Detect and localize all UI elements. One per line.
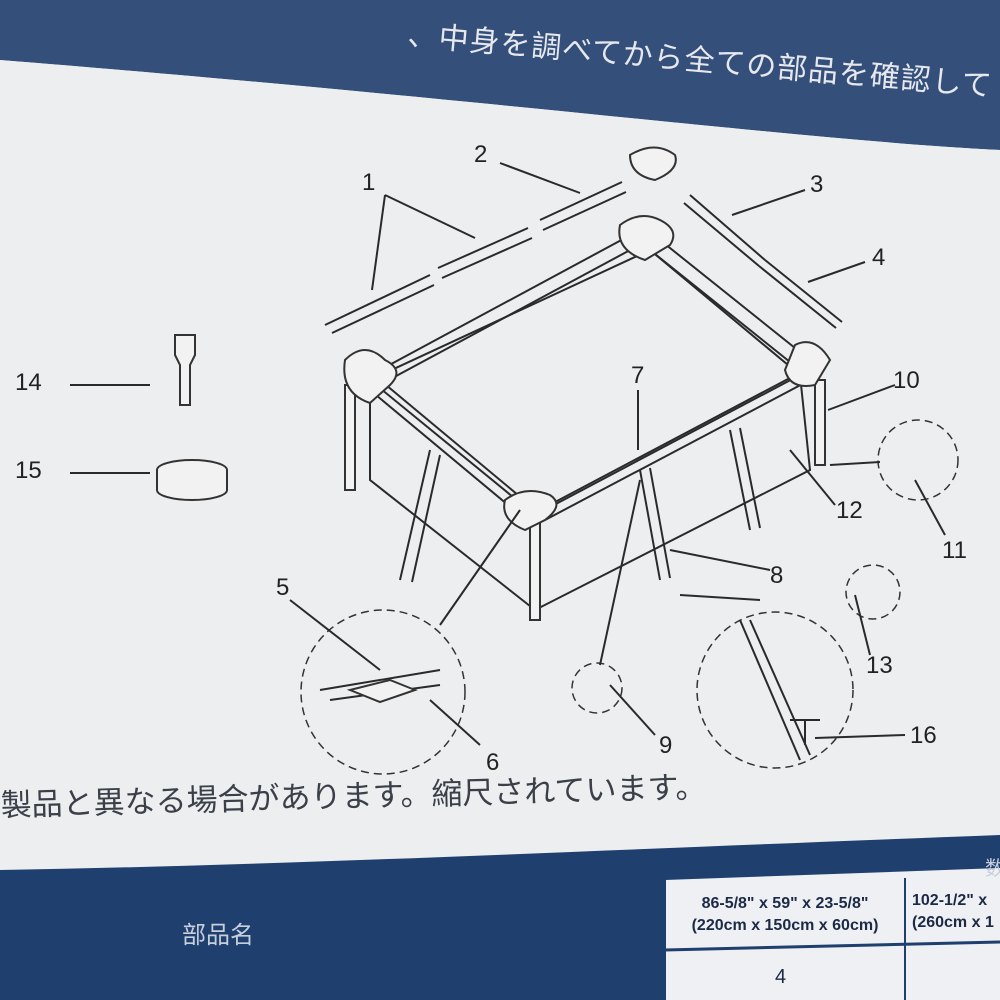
first-row-quantity: 4 — [775, 966, 787, 988]
callout-14: 14 — [15, 369, 42, 396]
size-cells — [665, 868, 1000, 1000]
size-1-inches: 86-5/8" x 59" x 23-5/8" — [701, 895, 869, 912]
callout-2: 2 — [474, 141, 487, 168]
callout-4: 4 — [872, 244, 885, 271]
callout-13: 13 — [866, 652, 893, 679]
callout-15: 15 — [15, 457, 42, 484]
quantity-header: 数 — [985, 856, 1000, 880]
size-1-cm: (220cm x 150cm x 60cm) — [691, 917, 879, 934]
callout-1: 1 — [362, 169, 375, 196]
callout-11: 11 — [942, 537, 967, 564]
callout-7: 7 — [631, 362, 644, 389]
callout-3: 3 — [810, 171, 823, 198]
size-column-1: 86-5/8" x 59" x 23-5/8" (220cm x 150cm x… — [680, 893, 890, 937]
size-2-cm: (260cm x 1 — [912, 914, 994, 931]
header-band — [0, 0, 1000, 150]
callout-10: 10 — [893, 367, 920, 394]
part-14-drawing — [174, 334, 196, 406]
callout-16: 16 — [910, 722, 937, 749]
callout-5: 5 — [276, 574, 289, 601]
size-2-inches: 102-1/2" x — [912, 892, 988, 909]
callout-12: 12 — [836, 497, 863, 524]
paper-area — [0, 60, 1000, 875]
part-name-header: 部品名 — [182, 921, 254, 949]
callout-9: 9 — [659, 732, 672, 759]
pool-frame-diagram — [70, 146, 959, 775]
callout-numbers: 1 2 3 4 5 6 7 8 9 10 11 12 13 14 15 16 — [15, 141, 967, 776]
callout-8: 8 — [770, 562, 783, 589]
size-column-2: 102-1/2" x (260cm x 1 — [912, 890, 1000, 934]
callout-6: 6 — [486, 749, 499, 776]
